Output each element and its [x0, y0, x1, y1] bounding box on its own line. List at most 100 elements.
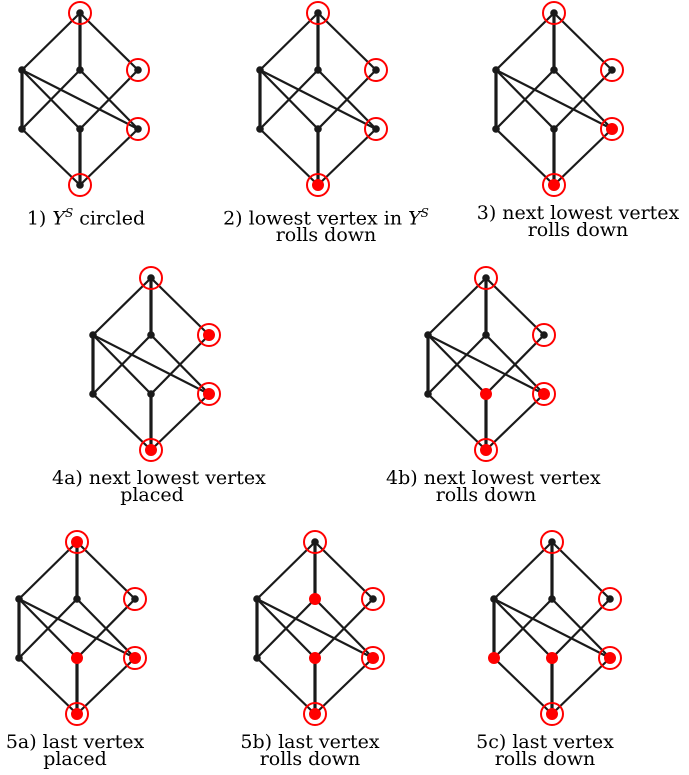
vertex-upper-right: [369, 595, 377, 603]
vertex-bottom: [145, 444, 157, 456]
edge-lower-left-bottom: [495, 128, 555, 186]
vertex-upper-right: [203, 329, 215, 341]
edge-upper-left-lower-right: [21, 69, 139, 130]
vertex-upper-right: [606, 595, 614, 603]
vertex-upper-left: [424, 331, 432, 339]
vertex-lower-right: [538, 388, 550, 400]
vertex-ring-top: [68, 1, 92, 25]
edge-upper-left-lower-right: [495, 69, 613, 130]
vertex-ring-bottom: [139, 438, 163, 462]
edge-top-upper-right: [79, 12, 139, 71]
edge-lower-right-bottom: [485, 393, 545, 451]
vertex-upper-left: [492, 66, 500, 74]
caption-5a: 5a) last vertex placed: [0, 731, 150, 769]
edge-upper-left-lower-middle: [18, 598, 78, 659]
edge-lower-right-bottom: [314, 657, 374, 715]
vertex-lower-left: [15, 654, 23, 662]
edge-top-upper-right: [553, 12, 613, 71]
vertex-ring-upper-right: [600, 58, 624, 82]
edge-lower-right-bottom: [553, 128, 613, 186]
edge-upper-right-lower-middle: [553, 69, 613, 130]
panel-3: [492, 1, 624, 197]
edge-top-upper-left: [256, 541, 316, 600]
vertex-top: [314, 9, 322, 17]
caption-superscript: S: [420, 206, 429, 220]
edge-lower-left-bottom: [259, 128, 319, 186]
edge-lower-left-bottom: [18, 657, 78, 715]
panel-4b: [424, 266, 556, 462]
vertex-ring-lower-right: [364, 117, 388, 141]
caption-3: 3) next lowest vertex rolls down: [468, 202, 688, 240]
vertex-ring-top: [542, 1, 566, 25]
vertex-lower-left: [18, 125, 26, 133]
vertex-upper-middle: [73, 595, 81, 603]
vertex-lower-left: [89, 390, 97, 398]
edge-upper-left-lower-middle: [259, 69, 319, 130]
vertex-lower-right: [134, 125, 142, 133]
vertex-ring-lower-right: [126, 117, 150, 141]
edge-lower-left-bottom: [427, 393, 487, 451]
caption-1: 1) YS circled: [6, 205, 166, 230]
vertex-lower-left: [492, 125, 500, 133]
vertex-ring-top: [139, 266, 163, 290]
vertex-ring-top: [474, 266, 498, 290]
vertex-upper-right: [131, 595, 139, 603]
caption-symbol: Y: [52, 207, 65, 230]
caption-line1: 1): [26, 207, 53, 230]
vertex-lower-left: [424, 390, 432, 398]
edge-upper-left-lower-right: [427, 334, 545, 395]
caption-line1: 3) next lowest vertex: [476, 202, 680, 224]
panel-5c: [488, 530, 622, 726]
vertex-lower-middle: [147, 390, 155, 398]
vertex-ring-upper-right: [197, 323, 221, 347]
edge-top-upper-right: [76, 541, 136, 600]
vertex-top: [482, 274, 490, 282]
vertex-lower-right: [203, 388, 215, 400]
vertex-ring-top: [306, 1, 330, 25]
vertex-bottom: [546, 708, 558, 720]
vertex-ring-upper-right: [361, 587, 385, 611]
edge-top-upper-left: [18, 541, 78, 600]
edge-upper-right-lower-middle: [551, 598, 611, 659]
vertex-lower-middle: [314, 125, 322, 133]
vertex-ring-bottom: [306, 173, 330, 197]
vertex-top: [550, 9, 558, 17]
caption-5b: 5b) last vertex rolls down: [235, 731, 385, 770]
vertex-ring-bottom: [540, 702, 564, 726]
caption-line1: 5a) last vertex: [5, 731, 145, 753]
vertex-lower-left: [256, 125, 264, 133]
vertex-ring-top: [65, 530, 89, 554]
edge-upper-left-lower-middle: [493, 598, 553, 659]
vertex-lower-right: [367, 652, 379, 664]
caption-line1: 4b) next lowest vertex: [386, 467, 601, 489]
vertex-ring-bottom: [303, 702, 327, 726]
vertex-lower-left: [488, 652, 500, 664]
vertex-ring-lower-right: [361, 646, 385, 670]
caption-line2: rolls down: [435, 484, 537, 506]
vertex-upper-right: [134, 66, 142, 74]
edge-lower-left-bottom: [92, 393, 152, 451]
caption-symbol: Y: [408, 207, 421, 230]
caption-2: 2) lowest vertex in YS rolls down: [206, 205, 446, 245]
vertex-upper-right: [372, 66, 380, 74]
vertex-lower-middle: [480, 388, 492, 400]
edge-upper-left-lower-right: [493, 598, 611, 659]
caption-5c: 5c) last vertex rolls down: [470, 733, 620, 769]
edge-lower-right-bottom: [317, 128, 377, 186]
vertex-upper-middle: [314, 66, 322, 74]
edge-top-upper-left: [495, 12, 555, 71]
vertex-ring-lower-right: [532, 382, 556, 406]
caption-line2: rolls down: [259, 748, 361, 770]
edge-top-upper-right: [551, 541, 611, 600]
edge-top-upper-left: [493, 541, 553, 600]
edge-lower-right-bottom: [150, 393, 210, 451]
vertex-bottom: [480, 444, 492, 456]
vertex-upper-right: [608, 66, 616, 74]
caption-line1: 5b) last vertex: [240, 731, 380, 753]
panel-2: [256, 1, 388, 197]
vertex-upper-middle: [147, 331, 155, 339]
vertex-lower-left: [253, 654, 261, 662]
vertex-top: [548, 538, 556, 546]
